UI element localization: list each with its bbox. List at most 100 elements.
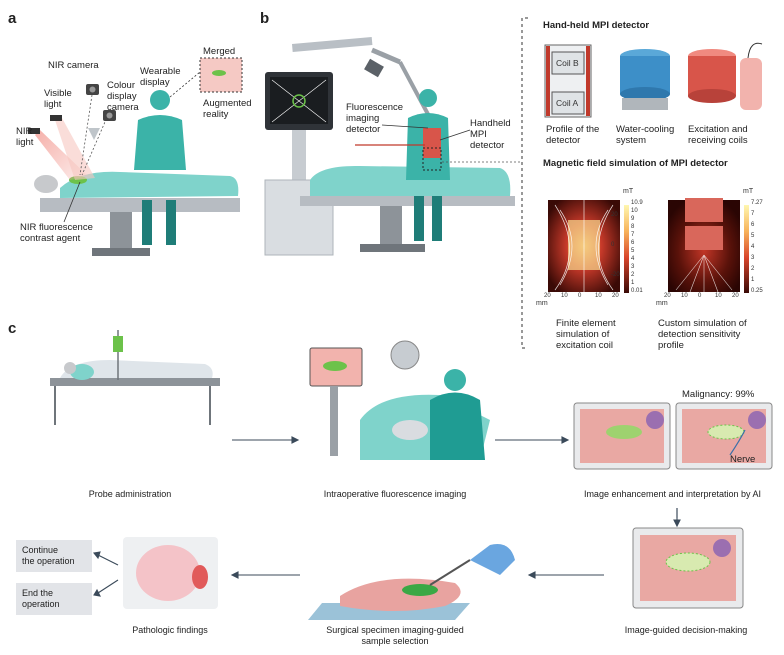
label-fe-simulation: Finite element simulation of excitation … xyxy=(556,318,616,351)
colorbar2-tick: 4 xyxy=(751,244,755,250)
field-lines-2 xyxy=(675,254,733,293)
cooling-bottom xyxy=(620,87,670,101)
arm-segment-2 xyxy=(398,61,432,119)
articulated-arm xyxy=(292,37,373,52)
label-specimen-selection: Surgical specimen imaging-guided sample … xyxy=(326,625,464,646)
sim2-x-tick: 20 xyxy=(664,293,671,299)
operating-table xyxy=(40,198,240,212)
arrow-ai-to-decision-head xyxy=(673,519,681,528)
colorbar1-tick: 6 xyxy=(631,240,635,246)
colorbar1-tick: 5 xyxy=(631,248,635,254)
header-handheld-detector: Hand-held MPI detector xyxy=(543,20,650,31)
panel-a-scene xyxy=(28,57,243,256)
flow-arrows xyxy=(92,436,681,597)
panel-label-c: c xyxy=(8,320,17,337)
operating-table-b xyxy=(300,196,515,206)
colorbar1-tick: 9 xyxy=(631,216,635,222)
label-intraop-imaging: Intraoperative fluorescence imaging xyxy=(323,489,467,499)
pathology-tissue xyxy=(136,545,200,601)
arrow-to-continue-head xyxy=(92,551,101,560)
label-nerve: Nerve xyxy=(730,454,756,465)
surgeon-head xyxy=(150,90,170,110)
hospital-bed xyxy=(50,378,220,386)
box-continue-operation: Continue the operation xyxy=(16,540,92,572)
surgical-specimen xyxy=(340,578,461,611)
label-colour-camera: Colour display camera xyxy=(107,80,139,113)
camera-ray-2 xyxy=(81,114,109,176)
patient-drape-b xyxy=(310,165,511,198)
sim2-x-tick: 10 xyxy=(681,293,688,299)
colorbar1-tick: 3 xyxy=(631,264,635,270)
patient-drape xyxy=(60,171,239,198)
arrow-to-end-head xyxy=(93,588,101,597)
pathology-lesion xyxy=(192,565,208,589)
sim-coil-lower xyxy=(685,226,723,250)
axis-unit-mm-2: mm xyxy=(656,300,668,307)
colorbar-1 xyxy=(624,205,629,293)
specimen-fluor xyxy=(402,584,438,596)
box-end-operation: End the operation xyxy=(16,583,92,615)
label-nir-light: NIR light xyxy=(16,126,34,148)
colorbar2-tick: 7 xyxy=(751,211,755,217)
colorbar2-tick: 7.27 xyxy=(751,200,763,206)
coil-wire xyxy=(747,42,763,59)
arrow-probe-to-intraop-head xyxy=(291,436,300,444)
surgeon-body xyxy=(134,115,186,170)
axis-unit-mm-1: mm xyxy=(536,300,548,307)
colorbar1-tick: 8 xyxy=(631,224,635,230)
surgeon-leg-left xyxy=(142,200,152,245)
panel-label-b: b xyxy=(260,10,270,27)
visible-light-beam xyxy=(55,118,95,180)
header-magnetic-simulation: Magnetic field simulation of MPI detecto… xyxy=(543,158,728,169)
label-malignancy: Malignancy: 99% xyxy=(682,389,755,400)
colour-camera-lens xyxy=(106,112,113,119)
surgeon-leg-b1 xyxy=(414,196,424,241)
detail-bracket xyxy=(521,17,528,349)
ai-tumour-outline xyxy=(707,424,745,440)
ai-fluor-1 xyxy=(606,425,642,439)
cooling-base xyxy=(622,98,668,110)
merged-fluorescence xyxy=(212,70,226,76)
decision-organ xyxy=(713,539,731,557)
intraop-stand xyxy=(330,386,338,456)
label-probe-administration: Probe administration xyxy=(88,489,172,499)
label-nir-camera: NIR camera xyxy=(48,60,99,71)
label-custom-simulation: Custom simulation of detection sensitivi… xyxy=(658,318,747,351)
colorbar1-tick: 1 xyxy=(631,280,635,286)
label-contrast-agent: NIR fluorescence contrast agent xyxy=(20,222,93,244)
arrow-to-continue xyxy=(97,554,119,566)
table-pedestal-b xyxy=(380,206,402,246)
nir-light-icon xyxy=(28,128,40,134)
colorbar2-tick: 2 xyxy=(751,266,755,272)
label-handheld-mpi: Handheld MPI detector xyxy=(470,118,511,151)
table-base xyxy=(92,248,150,256)
profile-coil-right xyxy=(586,46,590,116)
label-fluorescence-detector: Fluorescence imaging detector xyxy=(346,102,404,135)
sim2-x-tick: 0 xyxy=(698,293,702,299)
sim-coil-upper xyxy=(685,198,723,222)
nerve-trace xyxy=(729,429,746,456)
arm-segment xyxy=(371,47,401,65)
decision-tumour xyxy=(665,552,711,572)
sim1-x-tick: 20 xyxy=(544,293,551,299)
sim1-x-tick: 20 xyxy=(612,293,619,299)
coil-a-box xyxy=(551,91,585,115)
colorbar-2 xyxy=(744,205,749,293)
colorbar1-tick: 0.01 xyxy=(631,288,643,294)
receiving-coil xyxy=(740,58,762,110)
colorbar1-tick: 4 xyxy=(631,256,635,262)
colorbar1-tick: 2 xyxy=(631,272,635,278)
sim2-x-tick: 20 xyxy=(732,293,739,299)
arrow-intraop-to-ai-head xyxy=(561,436,570,444)
label-merged: Merged xyxy=(203,46,236,57)
sim1-x-tick: 0 xyxy=(578,293,582,299)
panel-label-a: a xyxy=(8,10,17,27)
colorbar2-tick: 0.25 xyxy=(751,288,763,294)
label-wearable-display: Wearable display xyxy=(140,66,181,88)
label-coil-b: Coil B xyxy=(556,58,579,68)
label-coil-a: Coil A xyxy=(556,98,579,108)
camera-ray xyxy=(79,94,93,176)
ai-organ-1 xyxy=(646,411,664,429)
patient-head-c xyxy=(64,362,76,374)
table-pedestal xyxy=(110,212,132,252)
